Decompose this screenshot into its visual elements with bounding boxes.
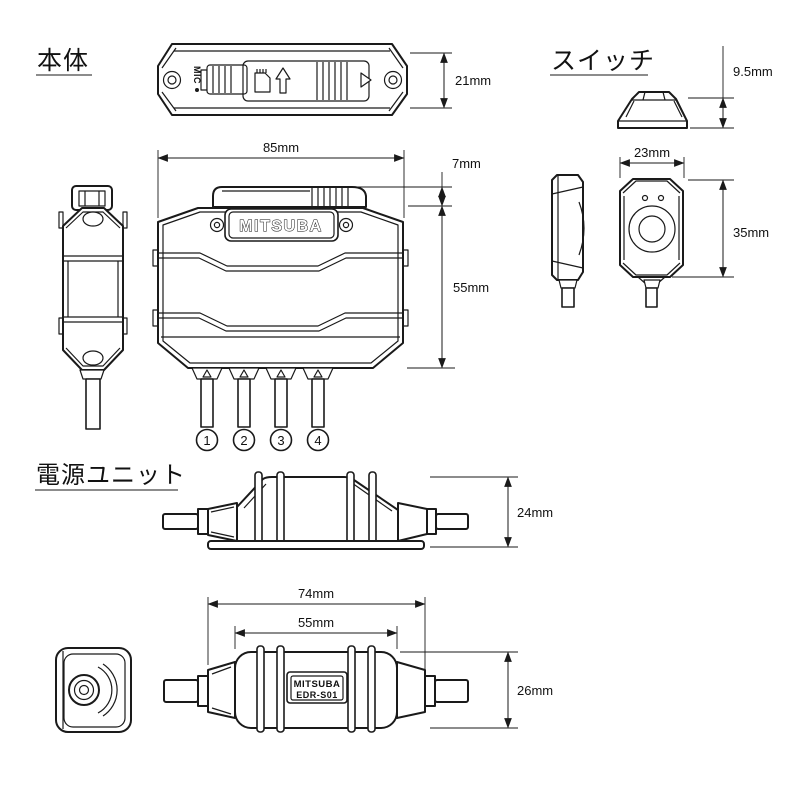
led-hole-left bbox=[641, 194, 649, 202]
base-plate bbox=[207, 540, 425, 550]
switch-profile-view bbox=[617, 91, 688, 129]
dim-24mm: 24mm bbox=[430, 476, 553, 548]
switch-cable-front bbox=[645, 287, 658, 308]
brand-plate: MITSUBA bbox=[224, 208, 339, 242]
strap-1 bbox=[254, 471, 263, 547]
strap-1-top bbox=[256, 645, 265, 733]
switch-title: スイッチ bbox=[551, 47, 655, 75]
top-ridge bbox=[212, 186, 367, 208]
strap-2-top bbox=[276, 645, 285, 733]
power-unit-title: 電源ユニット bbox=[36, 462, 186, 489]
dim-74mm: 74mm bbox=[207, 586, 426, 672]
side-cable bbox=[85, 378, 101, 430]
callout-1: 1 bbox=[203, 433, 210, 448]
slider-switch bbox=[206, 64, 248, 95]
dim-label-9p5mm: 9.5mm bbox=[733, 64, 773, 79]
model-plate: MITSUBA EDR-S01 bbox=[286, 671, 348, 704]
strap-4 bbox=[368, 471, 377, 547]
dim-7mm: 7mm bbox=[350, 156, 481, 207]
callout-2: 2 bbox=[240, 433, 247, 448]
dim-35mm: 35mm bbox=[672, 179, 769, 278]
led-hole-right bbox=[657, 194, 665, 202]
arrow-up-icon bbox=[275, 67, 291, 94]
dim-label-23mm: 23mm bbox=[634, 145, 670, 160]
dim-label-24mm: 24mm bbox=[517, 505, 553, 520]
dim-label-55mm: 55mm bbox=[453, 280, 489, 295]
connector-4 bbox=[302, 367, 334, 428]
mic-hole-icon bbox=[195, 88, 199, 92]
connector-3 bbox=[265, 367, 297, 428]
dim-label-35mm: 35mm bbox=[733, 225, 769, 240]
dim-23mm: 23mm bbox=[619, 145, 685, 178]
section-title-main-unit: 本体 bbox=[36, 47, 92, 76]
mic-label: MIC bbox=[192, 66, 202, 84]
cable-exit-outer bbox=[68, 674, 100, 706]
dim-9p5mm: 9.5mm bbox=[688, 46, 773, 129]
main-unit-side-view bbox=[58, 185, 128, 430]
brand-logo: MITSUBA bbox=[239, 218, 322, 235]
dim-label-26mm: 26mm bbox=[517, 683, 553, 698]
dim-21mm: 21mm bbox=[410, 52, 491, 109]
power-cable-left bbox=[162, 513, 199, 530]
dim-label-74mm: 74mm bbox=[298, 586, 334, 601]
power-brand-label: MITSUBA bbox=[294, 679, 341, 690]
power-unit-end-view bbox=[55, 647, 132, 733]
power-cable-right-top bbox=[434, 679, 469, 703]
power-cable-right bbox=[435, 513, 469, 530]
callout-4: 4 bbox=[314, 433, 321, 448]
switch-button-ring bbox=[628, 205, 676, 253]
power-model-label: EDR-S01 bbox=[296, 690, 338, 700]
connector-2 bbox=[228, 367, 260, 428]
triangle-right-icon bbox=[360, 72, 372, 88]
strap-3 bbox=[346, 471, 355, 547]
power-unit-top-view: MITSUBA EDR-S01 bbox=[163, 645, 469, 733]
dim-label-85mm: 85mm bbox=[263, 140, 299, 155]
callout-3: 3 bbox=[277, 433, 284, 448]
switch-cable-side bbox=[561, 287, 575, 308]
sd-card-icon bbox=[254, 69, 271, 93]
dim-55mm-power: 55mm bbox=[234, 615, 398, 649]
strap-2 bbox=[276, 471, 285, 547]
dim-label-55mm-power: 55mm bbox=[298, 615, 334, 630]
grip-ribs bbox=[316, 62, 348, 100]
strap-4-top bbox=[367, 645, 376, 733]
switch-front-view bbox=[619, 178, 684, 308]
screw-right bbox=[338, 217, 354, 233]
dim-label-21mm: 21mm bbox=[455, 73, 491, 88]
section-title-switch: スイッチ bbox=[550, 47, 655, 76]
power-unit-side-view bbox=[162, 471, 469, 550]
dim-85mm: 85mm bbox=[157, 140, 405, 218]
slider-step bbox=[200, 69, 208, 91]
dim-label-7mm: 7mm bbox=[452, 156, 481, 171]
strap-3-top bbox=[347, 645, 356, 733]
switch-button bbox=[638, 215, 666, 243]
dim-55mm: 55mm bbox=[407, 205, 489, 369]
dim-26mm: 26mm bbox=[400, 651, 553, 729]
section-title-power-unit: 電源ユニット bbox=[35, 462, 186, 491]
screw-left bbox=[209, 217, 225, 233]
main-unit-title: 本体 bbox=[37, 47, 89, 75]
main-unit-top-view: MIC bbox=[157, 43, 408, 116]
connector-callouts: 1 2 3 4 bbox=[195, 428, 330, 452]
main-unit-front-view: MITSUBA bbox=[152, 186, 409, 428]
switch-side-view bbox=[551, 174, 585, 308]
connector-1 bbox=[191, 367, 223, 428]
power-cable-left-top bbox=[163, 679, 199, 703]
